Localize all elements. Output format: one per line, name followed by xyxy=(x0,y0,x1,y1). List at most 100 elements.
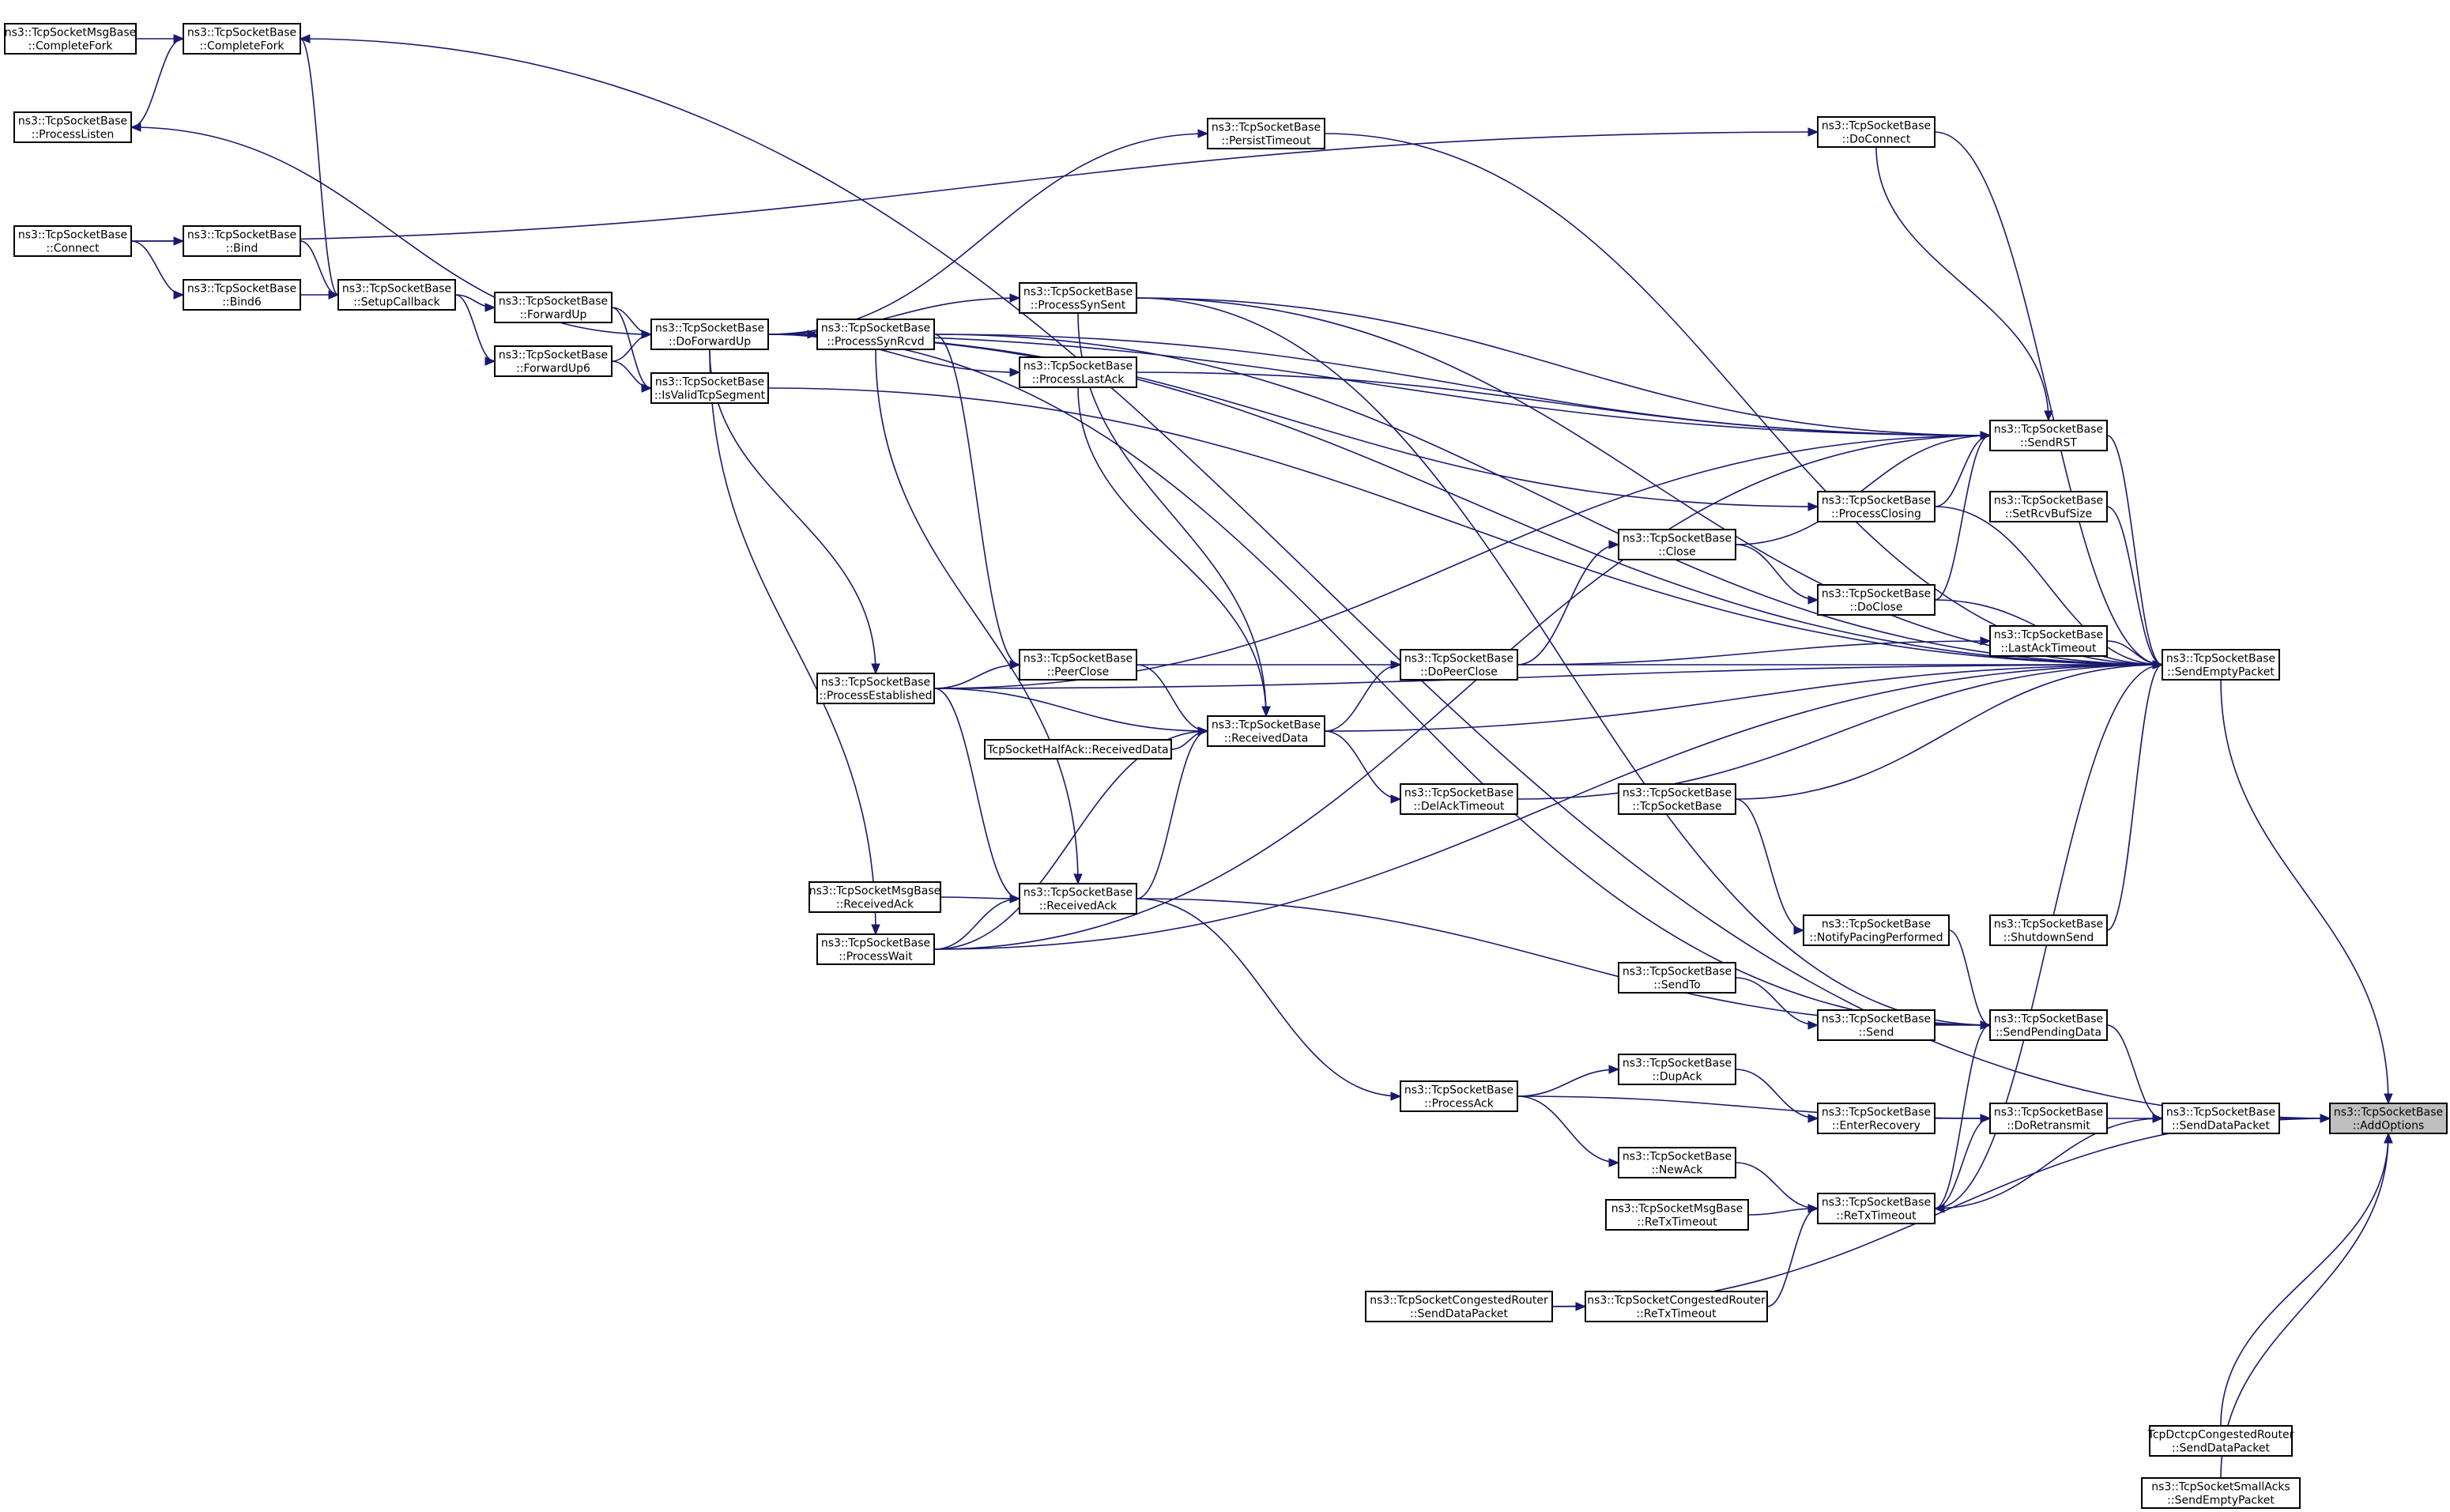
node-label-line: ::CompleteFork xyxy=(28,40,114,53)
node-label-line: ::ProcessSynRcvd xyxy=(827,336,924,349)
node-label-line: ns3::TcpSocketBase xyxy=(1623,787,1732,800)
node-label-line: ::DoRetransmit xyxy=(2007,1120,2090,1133)
node-label-line: ::PersistTimeout xyxy=(1222,135,1311,148)
node-send-to[interactable]: ns3::TcpSocketBase::SendTo xyxy=(1618,962,1736,994)
node-label-line: ns3::TcpSocketBase xyxy=(187,27,296,40)
node-label-line: ns3::TcpSocketBase xyxy=(1623,966,1732,978)
edge-process-established-to-received-ack xyxy=(933,688,1021,903)
node-label-line: ns3::TcpSocketBase xyxy=(1023,653,1133,666)
node-label-line: ns3::TcpSocketBase xyxy=(1994,918,2103,931)
edge-complete-fork-to-add-options xyxy=(300,38,2331,1123)
node-del-ack-timeout[interactable]: ns3::TcpSocketBase::DelAckTimeout xyxy=(1400,783,1518,815)
node-peer-close[interactable]: ns3::TcpSocketBase::PeerClose xyxy=(1019,649,1137,681)
node-persist-timeout[interactable]: ns3::TcpSocketBase::PersistTimeout xyxy=(1207,118,1325,149)
edge-process-established-to-received-data xyxy=(933,688,1209,736)
node-dup-ack[interactable]: ns3::TcpSocketBase::DupAck xyxy=(1618,1054,1736,1085)
node-label-line: ns3::TcpSocketBase xyxy=(1212,719,1321,732)
node-complete-fork-msg[interactable]: ns3::TcpSocketMsgBase::CompleteFork xyxy=(4,23,137,55)
node-cong-send-data-packet[interactable]: ns3::TcpSocketCongestedRouter::SendDataP… xyxy=(1365,1291,1553,1322)
node-process-syn-sent[interactable]: ns3::TcpSocketBase::ProcessSynSent xyxy=(1019,282,1137,314)
node-do-connect[interactable]: ns3::TcpSocketBase::DoConnect xyxy=(1817,116,1936,148)
node-process-ack[interactable]: ns3::TcpSocketBase::ProcessAck xyxy=(1400,1080,1518,1112)
node-label-line: ::ReTxTimeout xyxy=(1836,1210,1917,1223)
node-received-ack[interactable]: ns3::TcpSocketBase::ReceivedAck xyxy=(1019,883,1137,914)
node-connect[interactable]: ns3::TcpSocketBase::Connect xyxy=(13,225,132,257)
node-label-line: ns3::TcpSocketBase xyxy=(1404,653,1513,666)
node-label-line: ::PeerClose xyxy=(1047,666,1110,679)
node-label-line: ::LastAckTimeout xyxy=(2001,643,2097,655)
node-setup-callback[interactable]: ns3::TcpSocketBase::SetupCallback xyxy=(337,279,456,311)
edge-cong-re-tx-timeout-to-re-tx-timeout xyxy=(1766,1204,1819,1307)
node-forward-up[interactable]: ns3::TcpSocketBase::ForwardUp xyxy=(494,292,612,323)
node-label-line: ::ForwardUp6 xyxy=(516,363,590,375)
node-cong-re-tx-timeout[interactable]: ns3::TcpSocketCongestedRouter::ReTxTimeo… xyxy=(1585,1291,1768,1322)
nodes-layer: ns3::TcpSocketMsgBase::CompleteForkns3::… xyxy=(4,23,2448,1509)
node-label-line: ::SendPendingData xyxy=(1996,1027,2101,1039)
node-received-data[interactable]: ns3::TcpSocketBase::ReceivedData xyxy=(1207,715,1325,747)
edges-layer xyxy=(130,34,2393,1479)
node-small-acks-send-empty-packet[interactable]: ns3::TcpSocketSmallAcks::SendEmptyPacket xyxy=(2141,1477,2301,1509)
node-do-retransmit[interactable]: ns3::TcpSocketBase::DoRetransmit xyxy=(1989,1103,2108,1134)
node-add-options[interactable]: ns3::TcpSocketBase::AddOptions xyxy=(2329,1103,2448,1134)
node-label-line: ::SetRcvBufSize xyxy=(2005,508,2092,521)
node-label-line: ::SendEmptyPacket xyxy=(2167,666,2275,679)
edge-setup-callback-to-forward-up xyxy=(454,294,496,312)
node-send-rst[interactable]: ns3::TcpSocketBase::SendRST xyxy=(1989,420,2108,451)
edge-forward-up6-to-is-valid-tcp-segment xyxy=(611,360,653,393)
node-half-ack-received-data[interactable]: TcpSocketHalfAck::ReceivedData xyxy=(984,739,1172,760)
edge-dup-ack-to-enter-recovery xyxy=(1735,1069,1819,1123)
node-complete-fork[interactable]: ns3::TcpSocketBase::CompleteFork xyxy=(183,23,301,55)
node-label-line: ::SendEmptyPacket xyxy=(2167,1495,2275,1507)
node-tcp-socket-base-ctor[interactable]: ns3::TcpSocketBase::TcpSocketBase xyxy=(1618,783,1736,815)
edge-do-peer-close-to-close xyxy=(1517,540,1620,666)
node-label-line: ns3::TcpSocketMsgBase xyxy=(809,885,940,898)
node-close[interactable]: ns3::TcpSocketBase::Close xyxy=(1618,529,1736,560)
node-do-close[interactable]: ns3::TcpSocketBase::DoClose xyxy=(1817,584,1936,616)
node-label-line: ::Connect xyxy=(46,243,100,255)
node-process-last-ack[interactable]: ns3::TcpSocketBase::ProcessLastAck xyxy=(1019,356,1137,388)
node-send-empty-packet[interactable]: ns3::TcpSocketBase::SendEmptyPacket xyxy=(2162,649,2280,681)
node-process-established[interactable]: ns3::TcpSocketBase::ProcessEstablished xyxy=(816,673,935,704)
node-send[interactable]: ns3::TcpSocketBase::Send xyxy=(1817,1009,1936,1041)
node-label-line: ns3::TcpSocketBase xyxy=(1023,887,1133,899)
node-label-line: ns3::TcpSocketCongestedRouter xyxy=(1587,1295,1766,1307)
node-shutdown-send[interactable]: ns3::TcpSocketBase::ShutdownSend xyxy=(1989,914,2108,946)
node-do-forward-up[interactable]: ns3::TcpSocketBase::DoForwardUp xyxy=(650,319,769,350)
node-label-line: ns3::TcpSocketBase xyxy=(1212,122,1321,134)
node-label-line: ns3::TcpSocketBase xyxy=(1822,120,1931,133)
node-last-ack-timeout[interactable]: ns3::TcpSocketBase::LastAckTimeout xyxy=(1989,625,2108,657)
node-send-data-packet[interactable]: ns3::TcpSocketBase::SendDataPacket xyxy=(2162,1103,2280,1134)
node-bind[interactable]: ns3::TcpSocketBase::Bind xyxy=(183,225,301,257)
node-label-line: ::ReceivedAck xyxy=(1039,900,1118,913)
node-forward-up6[interactable]: ns3::TcpSocketBase::ForwardUp6 xyxy=(494,345,612,377)
edge-process-syn-rcvd-to-received-ack xyxy=(875,349,1083,885)
edge-peer-close-to-do-peer-close xyxy=(1136,660,1402,669)
node-new-ack[interactable]: ns3::TcpSocketBase::NewAck xyxy=(1618,1147,1736,1178)
node-re-tx-timeout[interactable]: ns3::TcpSocketBase::ReTxTimeout xyxy=(1817,1193,1936,1224)
node-label-line: ::NewAck xyxy=(1651,1164,1703,1177)
node-label-line: ns3::TcpSocketBase xyxy=(2334,1107,2443,1119)
edge-setup-callback-to-complete-fork xyxy=(299,34,339,296)
node-notify-pacing-performed[interactable]: ns3::TcpSocketBase::NotifyPacingPerforme… xyxy=(1803,914,1950,946)
node-dctcp-send-data-packet[interactable]: TcpDctcpCongestedRouter::SendDataPacket xyxy=(2147,1425,2294,1457)
node-label-line: ns3::TcpSocketCongestedRouter xyxy=(1370,1295,1548,1307)
node-enter-recovery[interactable]: ns3::TcpSocketBase::EnterRecovery xyxy=(1817,1103,1936,1134)
node-label-line: ns3::TcpSocketBase xyxy=(342,283,451,296)
node-process-syn-rcvd[interactable]: ns3::TcpSocketBase::ProcessSynRcvd xyxy=(816,319,935,350)
node-received-ack-msg[interactable]: ns3::TcpSocketMsgBase::ReceivedAck xyxy=(808,881,941,913)
node-re-tx-timeout-msg[interactable]: ns3::TcpSocketMsgBase::ReTxTimeout xyxy=(1605,1199,1749,1231)
node-process-closing[interactable]: ns3::TcpSocketBase::ProcessClosing xyxy=(1817,491,1936,522)
edge-do-peer-close-to-last-ack-timeout xyxy=(1517,636,1992,666)
node-process-listen[interactable]: ns3::TcpSocketBase::ProcessListen xyxy=(13,111,132,143)
node-process-wait[interactable]: ns3::TcpSocketBase::ProcessWait xyxy=(816,933,935,965)
edge-close-to-do-close xyxy=(1735,544,1819,605)
node-set-rcv-buf-size[interactable]: ns3::TcpSocketBase::SetRcvBufSize xyxy=(1989,491,2108,522)
node-label-line: ns3::TcpSocketBase xyxy=(499,296,608,308)
node-is-valid-tcp-segment[interactable]: ns3::TcpSocketBase::IsValidTcpSegment xyxy=(650,372,769,404)
edge-send-data-packet-to-add-options xyxy=(2279,1114,2331,1123)
node-bind6[interactable]: ns3::TcpSocketBase::Bind6 xyxy=(183,279,301,311)
node-do-peer-close[interactable]: ns3::TcpSocketBase::DoPeerClose xyxy=(1400,649,1518,681)
node-send-pending-data[interactable]: ns3::TcpSocketBase::SendPendingData xyxy=(1989,1009,2108,1041)
node-label-line: ::Send xyxy=(1859,1027,1894,1039)
node-label-line: ::ProcessAck xyxy=(1424,1098,1494,1110)
